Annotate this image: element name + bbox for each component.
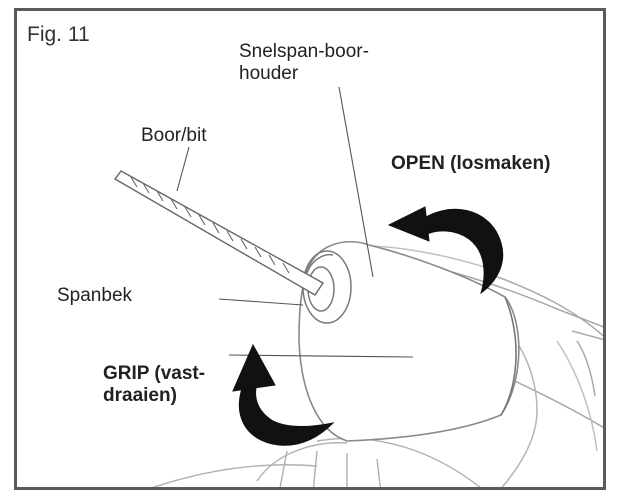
grip-arrow-icon <box>232 343 335 446</box>
callout-chuck-line1: Snelspan-boor- <box>239 41 369 62</box>
open-arrow-icon <box>387 206 504 295</box>
callout-bit: Boor/bit <box>141 125 207 146</box>
drill-handle <box>152 437 481 487</box>
leader-lines <box>176 86 414 358</box>
callout-grip: GRIP (vast- draaien) <box>103 363 205 407</box>
leader-bit <box>176 146 190 192</box>
figure-label: Fig. 11 <box>27 23 90 46</box>
callout-open: OPEN (losmaken) <box>391 153 551 174</box>
callout-chuck: Snelspan-boor- houder <box>239 41 369 85</box>
drill-illustration <box>113 86 603 487</box>
drill-bit <box>113 170 325 296</box>
leader-jaw <box>218 298 304 306</box>
chuck-sleeve <box>298 240 520 442</box>
callout-grip-line2: draaien) <box>103 384 177 406</box>
callout-chuck-line2: houder <box>239 62 299 84</box>
callout-grip-line1: GRIP (vast- <box>103 363 206 384</box>
leader-grip <box>228 354 414 358</box>
figure-frame: Fig. 11 Snelspan-boor- houder Boor/bit O… <box>14 8 606 490</box>
leader-chuck <box>338 86 374 278</box>
callout-jaw: Spanbek <box>57 285 133 306</box>
